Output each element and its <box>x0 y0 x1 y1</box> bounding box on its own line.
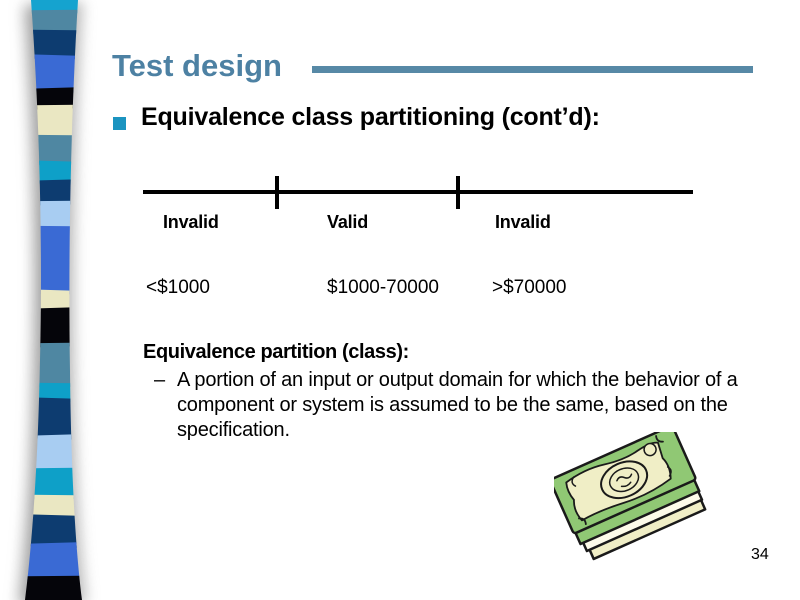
slide-title: Test design <box>112 48 282 83</box>
partition-tick-left <box>275 176 279 209</box>
ribbon-graphic <box>25 0 82 600</box>
partition-label-invalid-right: Invalid <box>495 212 551 232</box>
decorative-ribbon <box>0 0 100 600</box>
bullet-square-icon <box>113 117 126 130</box>
title-rule-line <box>312 66 753 73</box>
partition-range-high: >$70000 <box>492 277 567 298</box>
partition-axis-line <box>143 190 693 194</box>
money-stack-icon <box>554 432 707 561</box>
partition-range-low: <$1000 <box>146 277 210 298</box>
partition-tick-right <box>456 176 460 209</box>
partition-range-valid: $1000-70000 <box>327 277 439 298</box>
definition-dash-bullet: – <box>154 369 166 391</box>
partition-label-invalid-left: Invalid <box>163 212 219 232</box>
definition-heading: Equivalence partition (class): <box>143 341 409 363</box>
bullet-text: Equivalence class partitioning (cont’d): <box>141 103 600 131</box>
page-number: 34 <box>751 546 769 563</box>
partition-label-valid: Valid <box>327 212 369 232</box>
definition-body: A portion of an input or output domain f… <box>177 369 738 441</box>
